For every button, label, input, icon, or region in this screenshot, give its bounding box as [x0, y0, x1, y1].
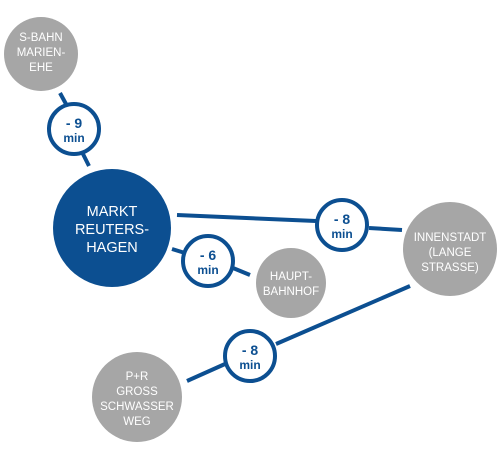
node-markt-line1: MARKT — [87, 204, 138, 220]
node-s-bahn-line1: S-BAHN — [19, 32, 62, 44]
node-innenstadt: INNENSTADT (LANGE STRASSE) — [403, 202, 497, 296]
badge-to-hauptbahnhof-time: - 6 — [200, 247, 217, 263]
node-hauptbahnhof-line1: HAUPT- — [270, 271, 312, 283]
node-hauptbahnhof: HAUPT- BAHNHOF — [256, 248, 326, 318]
badge-to-hauptbahnhof: - 6 min — [181, 234, 235, 288]
node-pr-line1: P+R — [126, 371, 149, 383]
badge-pr-to-innenstadt: - 8 min — [223, 329, 277, 383]
node-markt-reutershagen: MARKT REUTERS- HAGEN — [53, 169, 171, 287]
line-to-hauptbahnhof-right — [232, 266, 251, 277]
line-to-s-bahn-upper — [58, 92, 68, 105]
badge-to-innenstadt-unit: min — [331, 227, 352, 241]
line-pr-to-innenstadt-upper — [275, 284, 411, 346]
node-pr-grosswasserweg: P+R GROSS SCHWASSER WEG — [92, 352, 182, 442]
line-pr-to-innenstadt-lower — [186, 362, 226, 383]
node-markt-line2: REUTERS- — [75, 222, 149, 238]
line-to-innenstadt-left — [176, 213, 317, 223]
node-s-bahn-line2: MARIEN- — [17, 47, 66, 59]
badge-to-hauptbahnhof-unit: min — [197, 263, 218, 277]
node-pr-line4: WEG — [123, 416, 151, 428]
badge-to-s-bahn-time: - 9 — [66, 115, 83, 131]
line-to-innenstadt-right — [368, 226, 403, 232]
node-innenstadt-line2: (LANGE — [429, 247, 472, 259]
node-pr-line3: SCHWASSER — [100, 401, 174, 413]
node-innenstadt-line3: STRASSE) — [421, 262, 479, 274]
badge-to-innenstadt-time: - 8 — [334, 211, 351, 227]
node-s-bahn-marienehe: S-BAHN MARIEN- EHE — [4, 17, 78, 91]
badge-to-s-bahn-unit: min — [63, 131, 84, 145]
node-s-bahn-line3: EHE — [29, 62, 53, 74]
badge-pr-to-innenstadt-time: - 8 — [242, 342, 259, 358]
node-pr-line2: GROSS — [116, 386, 158, 398]
node-markt-line3: HAGEN — [86, 240, 138, 256]
badge-to-innenstadt: - 8 min — [315, 198, 369, 252]
node-hauptbahnhof-line2: BAHNHOF — [263, 286, 319, 298]
badge-to-s-bahn: - 9 min — [47, 102, 101, 156]
node-innenstadt-line1: INNENSTADT — [414, 232, 487, 244]
badge-pr-to-innenstadt-unit: min — [239, 358, 260, 372]
